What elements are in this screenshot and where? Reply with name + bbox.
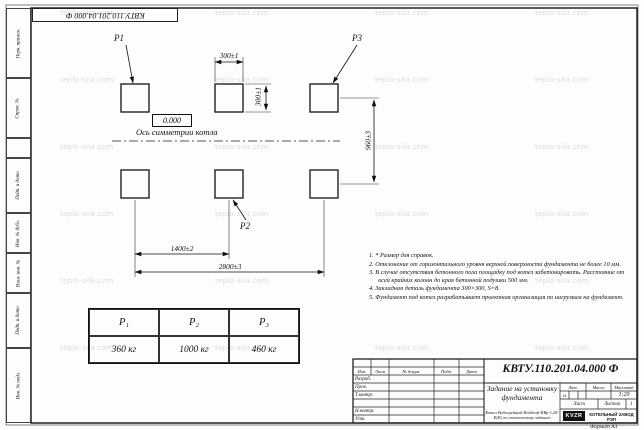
tb-col-sign: Подп.: [440, 369, 453, 374]
level-mark-value: 0.000: [163, 116, 181, 125]
foundation-pad: [309, 169, 339, 199]
margin-field-sprav-no: Справ. №: [6, 78, 31, 138]
load-table: Р₁ Р₂ Р₃ 360 кг 1000 кг 460 кг: [88, 308, 300, 364]
load-table-header: Р₃: [229, 309, 299, 336]
margin-field-label: Инв. № подл.: [16, 371, 21, 400]
tb-col-docno: № докум.: [402, 369, 421, 374]
foundation-pad: [214, 83, 244, 113]
tb-row-nkontr: Н.контр.: [355, 408, 375, 414]
tb-mass-label: Масса: [592, 384, 605, 390]
foundation-pad: [309, 83, 339, 113]
margin-field-inv-podl: Инв. № подл.: [6, 348, 31, 423]
note-3: 3. В случае отсутствия бетонного пола пл…: [369, 269, 625, 284]
note-1: 1. * Размер для справок.: [369, 252, 434, 259]
margin-field-label: Подп. и дата: [16, 171, 21, 200]
margin-field-vzam-inv: Взам. инв. №: [6, 253, 31, 293]
note-5: 5. Фундамент под котел разрабатывает про…: [369, 293, 624, 301]
margin-field-podp-data-2: Подп. и дата: [6, 293, 31, 348]
dim-pad-height: 300±1: [253, 86, 263, 107]
tb-doc-number: КВТУ.110.201.04.000 Ф: [502, 363, 619, 375]
tb-lit-label: Лит.: [568, 384, 578, 390]
foundation-pads: [120, 83, 339, 199]
foundation-pad: [120, 83, 150, 113]
load-table-value: 360 кг: [89, 336, 159, 363]
foundation-pad: [120, 169, 150, 199]
top-stamp-box: КВТУ.110.201.04.000 Ф: [32, 8, 178, 22]
margin-field-label: Инв. № дубл.: [16, 219, 22, 247]
load-table-value: 1000 кг: [159, 336, 229, 363]
foundation-pad: [214, 169, 244, 199]
note-4: 4. Закладная деталь фундамента 300×300, …: [369, 285, 500, 293]
load-table-value: 460 кг: [229, 336, 299, 363]
tb-col-date: Дата: [466, 369, 477, 374]
load-table-header: Р₁: [89, 309, 159, 336]
tb-subtitle: Котел Водогрейный Heizkraft-КВр-1,28-К(К…: [485, 410, 559, 421]
symmetry-axis-label: Ось симметрии котла: [136, 127, 218, 137]
load-table-header: Р₂: [159, 309, 229, 336]
margin-field-label: Справ. №: [15, 97, 21, 119]
top-stamp-doc-number: КВТУ.110.201.04.000 Ф: [65, 10, 145, 20]
company-logo: KVZR: [563, 411, 585, 421]
tb-col-list: Лист: [374, 369, 386, 374]
notes-block: 1. * Размер для справок. 2. Отклонение о…: [369, 252, 627, 302]
tb-title: Задание на установку фундамента: [486, 384, 558, 402]
margin-field-label: Взам. инв. №: [16, 259, 21, 287]
note-2: 2. Отклонение от горизонтального уровня …: [369, 260, 621, 268]
sheet-format-label: Формат А3: [590, 423, 618, 430]
margin-field-podp-data-1: Подп. и дата: [6, 158, 31, 213]
margin-field-empty: [6, 138, 31, 158]
dim-total-width: 2800±3: [218, 262, 242, 271]
dimension-lines: [134, 59, 377, 275]
level-mark-box: 0.000: [152, 114, 192, 127]
dim-pad-width: 300±1: [219, 51, 239, 60]
tb-scale-value: 1:20: [618, 391, 630, 398]
tb-col-izm: Изм.: [357, 369, 367, 374]
tb-sheet-label: Лист: [573, 401, 585, 407]
callout-p2: Р2: [240, 221, 250, 231]
callout-leaders: [125, 44, 358, 221]
dim-row-spacing: 960±3: [363, 130, 373, 151]
callout-p3: Р3: [352, 33, 362, 43]
tb-row-utv: Утв.: [355, 416, 366, 422]
margin-field-inv-dubl: Инв. № дубл.: [6, 213, 31, 253]
margin-field-label: Подп. и дата: [16, 306, 21, 335]
dim-col-spacing: 1400±2: [170, 244, 194, 253]
extension-lines: [134, 57, 379, 277]
company-name: КОТЕЛЬНЫЙ ЗАВОД РЭП: [589, 411, 634, 422]
tb-row-prov: Пров.: [355, 384, 368, 390]
title-block-grid: [352, 358, 638, 424]
margin-field-label: Перв. примен.: [16, 28, 21, 58]
tb-lit-value: и: [563, 392, 566, 399]
company-logo-text: KVZR: [565, 413, 583, 419]
tb-scale-label: Масштаб: [614, 384, 634, 390]
tb-sheets-value: 1: [630, 401, 633, 407]
tb-row-razrab: Разраб.: [355, 376, 372, 382]
tb-sheets-label: Листов: [603, 401, 621, 407]
margin-field-perv-primen: Перв. примен.: [6, 8, 31, 78]
tb-row-tkontr: Т.контр.: [355, 392, 374, 398]
callout-p1: Р1: [114, 33, 124, 43]
